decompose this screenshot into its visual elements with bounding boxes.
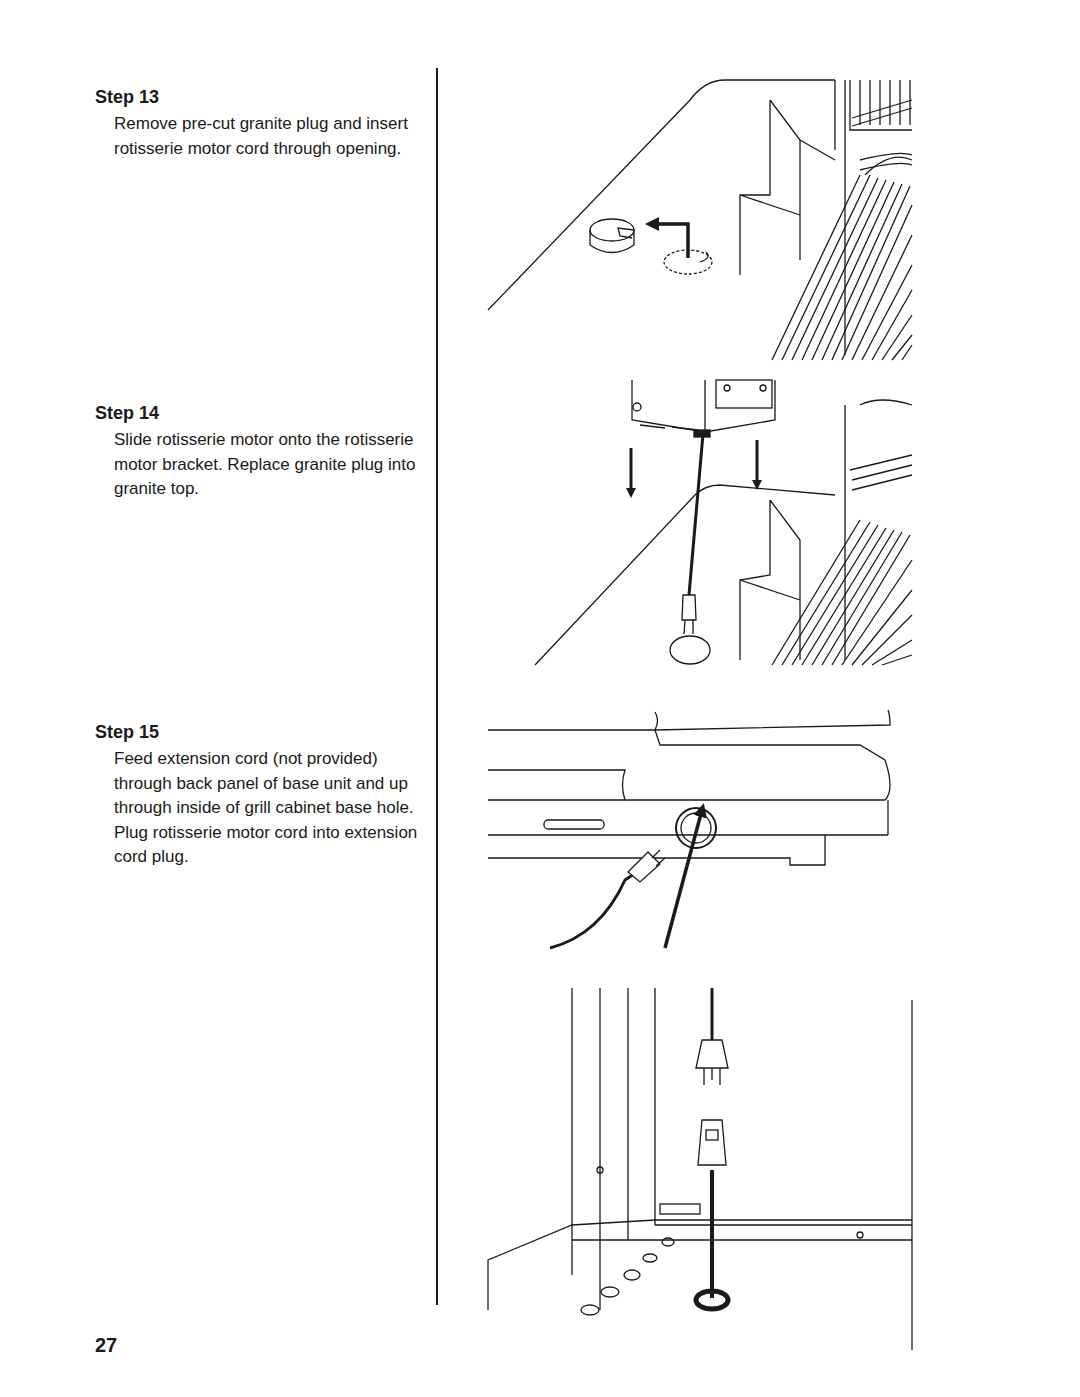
step-heading: Step 15 (95, 721, 159, 743)
page-number: 27 (95, 1334, 117, 1357)
step-heading: Step 13 (95, 86, 159, 108)
instruction-text: Remove pre-cut granite plug and insert r… (114, 112, 439, 161)
instruction-text: Slide rotisserie motor onto the rotisser… (114, 428, 439, 502)
instruction-text: Feed extension cord (not provided) throu… (114, 747, 439, 870)
step-heading: Step 14 (95, 402, 159, 424)
